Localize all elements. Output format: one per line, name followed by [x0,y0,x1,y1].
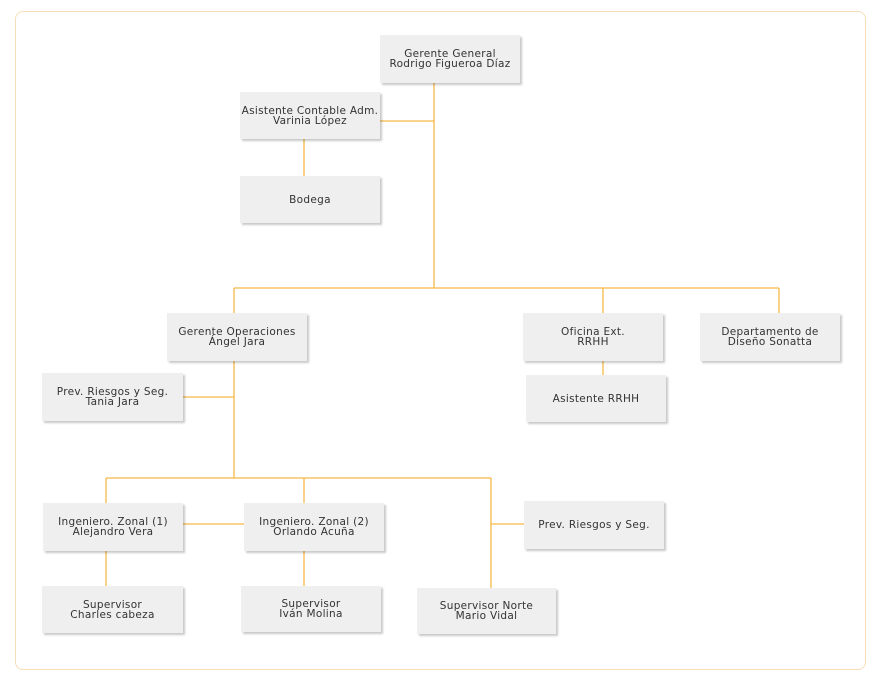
node-title: Asistente RRHH [552,392,640,405]
node-asistente-rrhh: Asistente RRHH [526,375,666,422]
node-ingeniero-zonal-1: Ingeniero. Zonal (1) Alejandro Vera [43,503,183,551]
node-title: Asistente Contable Adm. [241,104,379,117]
node-name: Mario Vidal [455,610,518,622]
node-ingeniero-zonal-2: Ingeniero. Zonal (2) Orlando Acuña [244,503,384,551]
node-title: Ingeniero. Zonal (1) [58,516,168,528]
node-supervisor-charles: Supervisor Charles cabeza [42,586,183,633]
node-title: Supervisor [82,598,143,611]
node-supervisor-ivan: Supervisor Iván Molina [241,586,381,632]
node-name: Varinia López [272,114,347,127]
node-title: Bodega [289,193,331,206]
node-name: RRHH [577,336,609,348]
node-name: Diseño Sonatta [727,336,813,348]
node-bodega: Bodega [240,176,380,223]
node-asistente-contable: Asistente Contable Adm. Varinia López [240,92,380,139]
node-title: Prev. Riesgos y Seg. [538,519,650,531]
node-title: Departamento de [721,326,819,338]
node-gerente-operaciones: Gerente Operaciones Ángel Jara [167,313,307,361]
node-prev-riesgos-2: Prev. Riesgos y Seg. [524,501,664,549]
node-name: Orlando Acuña [273,526,355,538]
node-name: Iván Molina [279,608,343,620]
node-gerente-general: Gerente General Rodrigo Figueroa Díaz [380,35,520,83]
node-title: Gerente General [404,48,496,60]
node-title: Prev. Riesgos y Seg. [56,386,169,398]
node-oficina-ext: Oficina Ext. RRHH [523,313,663,361]
node-title: Oficina Ext. [561,326,625,338]
node-name: Rodrigo Figueroa Díaz [389,58,511,70]
node-name: Alejandro Vera [72,526,154,538]
node-prev-riesgos-1: Prev. Riesgos y Seg. Tania Jara [42,373,183,421]
node-title: Gerente Operaciones [178,326,296,338]
node-name: Ángel Jara [208,336,266,348]
node-departamento-diseno: Departamento de Diseño Sonatta [700,313,840,361]
node-title: Ingeniero. Zonal (2) [259,516,369,528]
node-name: Charles cabeza [70,608,155,621]
node-title: Supervisor Norte [439,600,534,612]
node-supervisor-norte: Supervisor Norte Mario Vidal [417,588,556,634]
node-title: Supervisor [281,598,341,610]
node-name: Tania Jara [85,396,140,408]
